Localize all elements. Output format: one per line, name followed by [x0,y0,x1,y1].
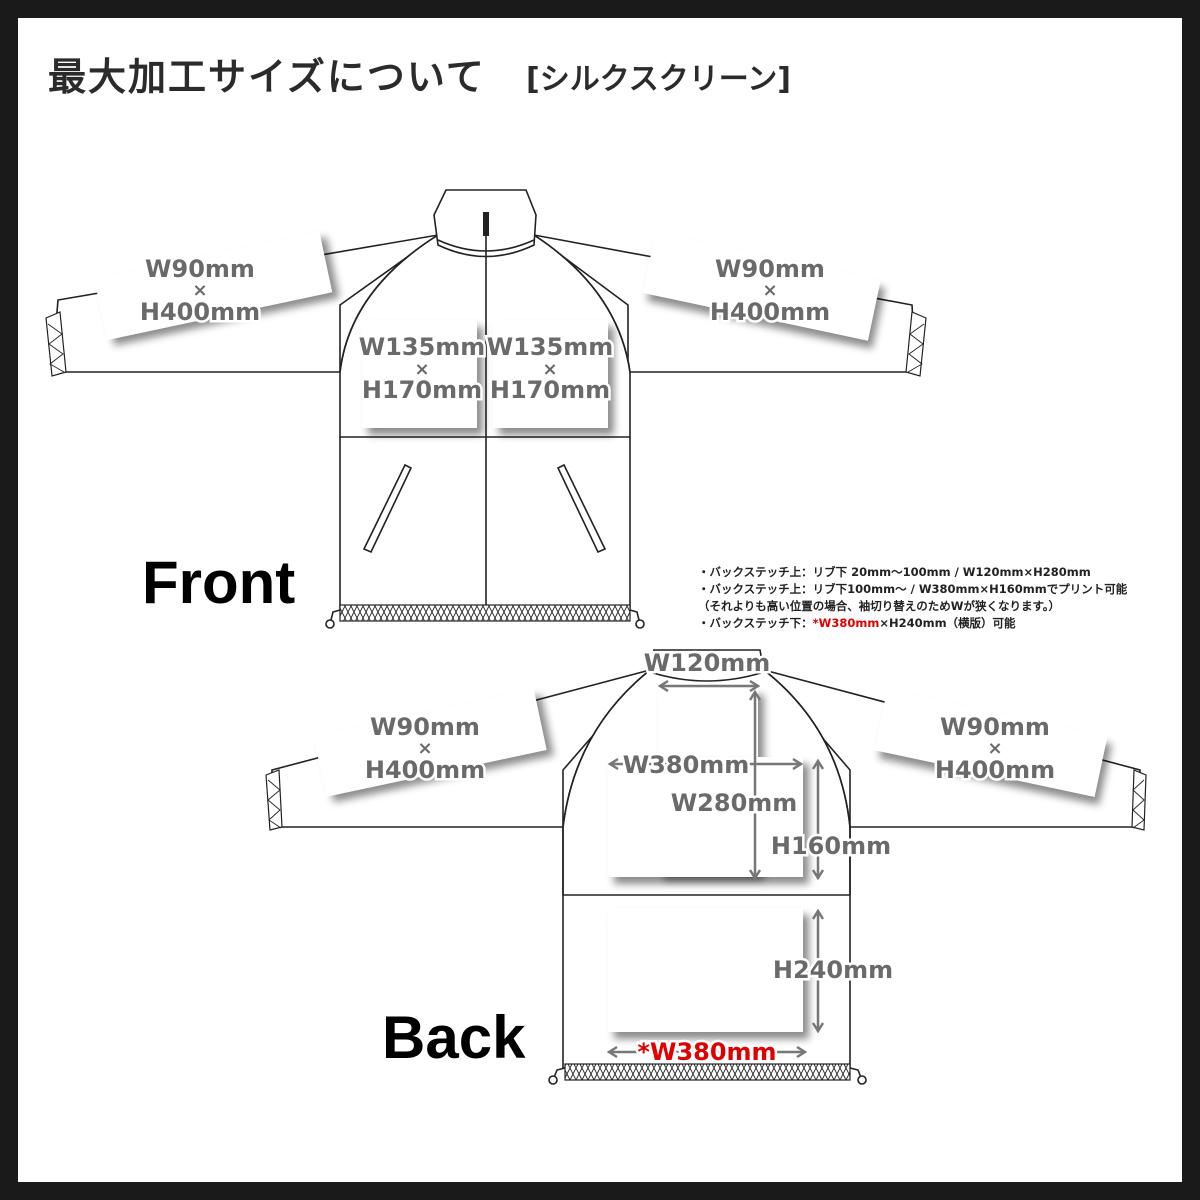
front-right-sleeve-area [642,232,881,341]
back-right-cuff [1131,769,1147,831]
note-line: （それよりも高い位置の場合、袖切り替えのためWが狭くなります。） [698,599,1061,613]
front-right-chest-width: W135mm [487,333,614,361]
page-subtitle: [シルクスクリーン] [526,62,792,97]
front-right-chest-height: H170mm [490,376,610,404]
times-label: × [417,738,432,759]
back-left-sleeve-width: W90mm [370,713,480,741]
front-left-chest-height: H170mm [362,376,482,404]
zipper-pull-icon [483,212,489,236]
back-right-sleeve-width: W90mm [940,713,1050,741]
front-right-sleeve-height: H400mm [710,298,830,326]
back-upper-height: H160mm [771,832,891,860]
note-prefix: ・バックステッチ下： [698,616,813,630]
note-suffix: ×H240mm（横版）可能 [879,616,1016,630]
back-right-sleeve-height: H400mm [935,756,1055,784]
times-label: × [987,738,1002,759]
back-jacket: W90mm × H400mm W90mm × H400mm W120mm W38… [265,647,1147,1085]
back-neck-width: W120mm [644,649,771,677]
page-title: 最大加工サイズについて [48,55,486,99]
back-left-sleeve-area [313,689,547,797]
back-label: Back [382,1004,526,1071]
note-line: ・バックステッチ上：リブ下100mm〜 / W380mm×H160mmでプリント… [698,582,1128,596]
page-frame: 最大加工サイズについて [シルクスクリーン] [18,18,1182,1182]
back-lower-height: H240mm [773,956,893,984]
back-upper-wide-area [608,757,803,877]
back-upper-width: W380mm [623,751,750,779]
drawcord-toggle-icon [635,619,645,629]
front-right-sleeve-width: W90mm [715,255,825,283]
times-label: × [192,280,207,301]
front-left-pocket [362,463,413,554]
back-collar [649,649,765,682]
back-print-notes: ・バックステッチ上：リブ下 20mm〜100mm / W120mm×H280mm… [698,564,1127,632]
front-left-cuff [45,311,67,377]
back-lower-area [608,908,803,1032]
front-right-cuff [905,311,927,377]
front-label: Front [142,549,296,616]
front-right-pocket [556,463,607,554]
front-left-chest-width: W135mm [359,333,486,361]
note-line: ・バックステッチ下：*W380mm×H240mm（横版）可能 [698,615,1127,632]
front-left-chest-area [362,320,477,428]
note-line: ・バックステッチ上：リブ下 20mm〜100mm / W120mm×H280mm [698,565,1091,579]
back-right-sleeve-area [874,689,1108,797]
times-label: × [414,359,429,380]
drawcord-toggle-icon [325,619,335,629]
note-highlight: *W380mm [812,616,880,630]
front-jacket: W90mm × H400mm W90mm × H400mm W135mm × H… [45,189,927,629]
drawcord-toggle-icon [857,1075,867,1085]
front-left-sleeve-width: W90mm [145,255,255,283]
jacket-diagram: W90mm × H400mm W90mm × H400mm W135mm × H… [45,189,1147,1085]
back-upper-tall-height: W280mm [671,789,798,817]
times-label: × [762,280,777,301]
dimension-arrows [606,679,825,1059]
back-left-cuff [265,769,283,831]
front-left-sleeve-height: H400mm [140,298,260,326]
front-right-chest-area [493,320,608,428]
times-label: × [542,359,557,380]
front-left-sleeve-area [94,231,333,341]
drawcord-toggle-icon [548,1075,558,1085]
back-left-sleeve-height: H400mm [365,756,485,784]
back-lower-width: *W380mm [637,1038,776,1066]
